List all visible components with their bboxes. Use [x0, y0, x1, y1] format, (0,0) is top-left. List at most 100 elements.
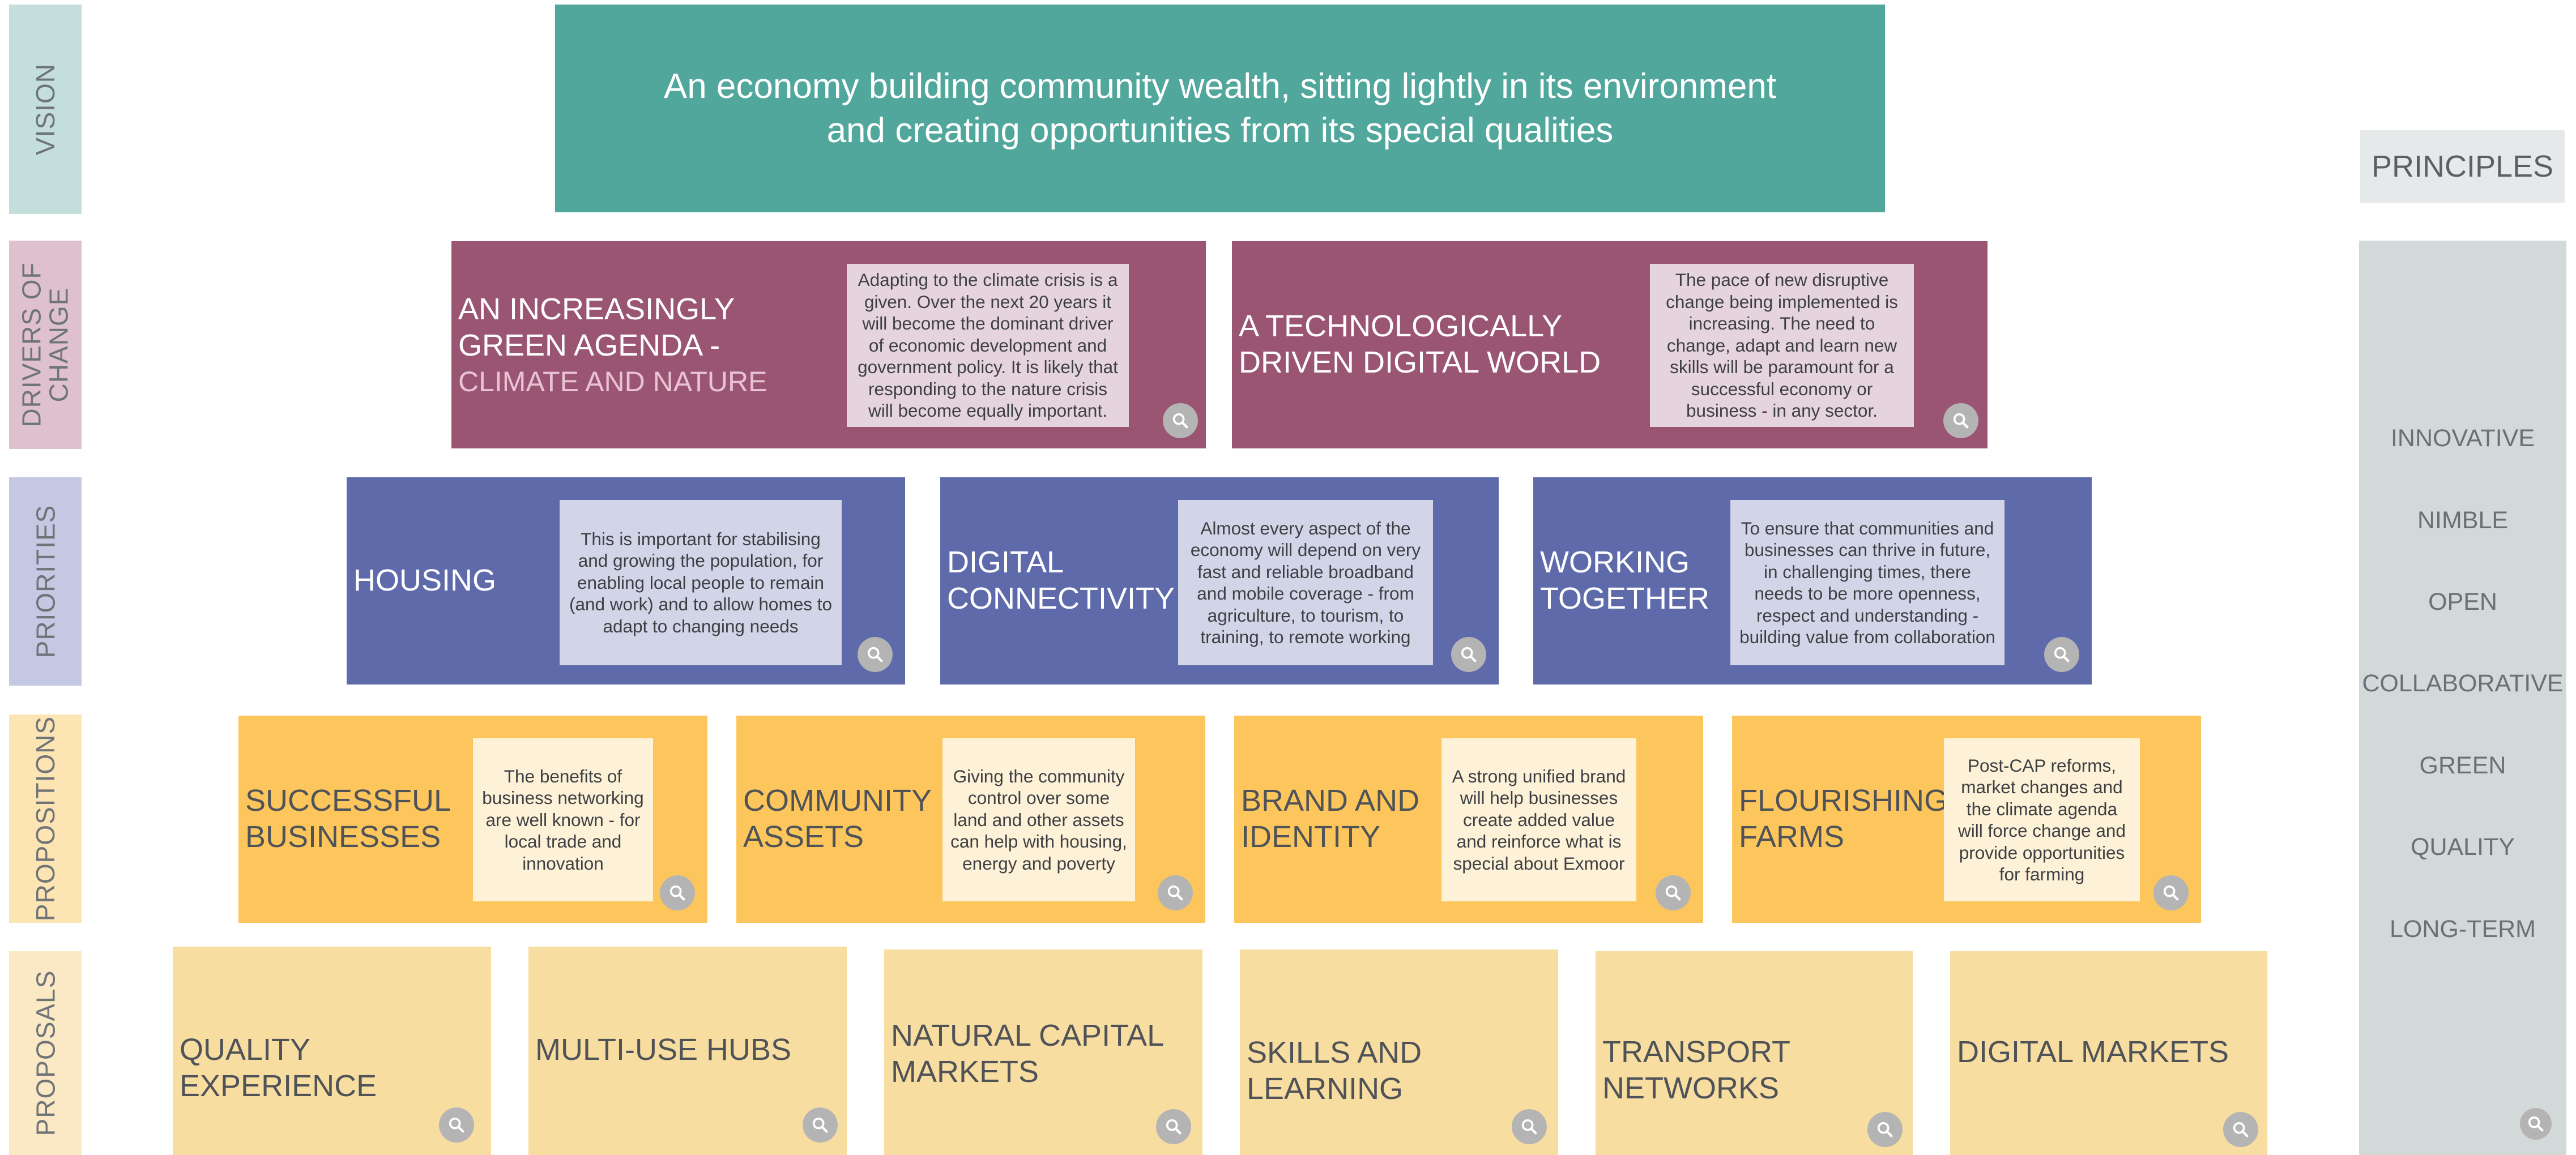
- proposal-box-skills-learning[interactable]: SKILLS AND LEARNING: [1240, 949, 1558, 1155]
- proposal-title: MULTI-USE HUBS: [535, 1032, 791, 1068]
- magnifier-icon[interactable]: [2044, 637, 2079, 672]
- title-line: TRANSPORT NETWORKS: [1602, 1035, 1790, 1105]
- row-label-priorities: PRIORITIES: [9, 477, 82, 686]
- row-label-drivers: DRIVERS OF CHANGE: [9, 241, 82, 449]
- principle-item: OPEN: [2428, 588, 2497, 615]
- principle-item: INNOVATIVE: [2390, 425, 2535, 452]
- driver-box-green-agenda[interactable]: AN INCREASINGLY GREEN AGENDA - CLIMATE A…: [451, 241, 1206, 448]
- priority-title-housing: HOUSING: [353, 562, 496, 598]
- proposition-box-community-assets[interactable]: COMMUNITY ASSETS Giving the community co…: [736, 716, 1205, 923]
- proposal-box-natural-capital-markets[interactable]: NATURAL CAPITAL MARKETS: [884, 949, 1202, 1155]
- title-line: BUSINESSES: [245, 820, 441, 854]
- title-line: A TECHNOLOGICALLY: [1239, 309, 1563, 343]
- title-line: BRAND AND: [1241, 784, 1420, 818]
- proposal-title: NATURAL CAPITAL MARKETS: [891, 1017, 1164, 1090]
- title-line: FLOURISHING: [1739, 784, 1948, 818]
- title-line: DRIVEN DIGITAL WORLD: [1239, 345, 1601, 379]
- title-line: SUCCESSFUL: [245, 784, 451, 818]
- title-line: NATURAL CAPITAL: [891, 1019, 1165, 1053]
- proposal-title: DIGITAL MARKETS: [1957, 1034, 2229, 1070]
- title-line: HOUSING: [353, 563, 497, 597]
- title-line: AN INCREASINGLY: [458, 292, 735, 326]
- priority-description: Almost every aspect of the economy will …: [1178, 500, 1433, 665]
- row-label-propositions: PROPOSITIONS: [9, 715, 82, 923]
- driver-subtitle: CLIMATE AND NATURE: [458, 366, 767, 397]
- title-line: DIGITAL MARKETS: [1957, 1035, 2229, 1069]
- row-label-proposals-text: PROPOSALS: [31, 970, 60, 1136]
- magnifier-icon[interactable]: [2153, 875, 2189, 910]
- proposition-box-successful-businesses[interactable]: SUCCESSFUL BUSINESSES The benefits of bu…: [238, 716, 707, 923]
- magnifier-icon[interactable]: [1512, 1109, 1547, 1144]
- principles-heading-text: PRINCIPLES: [2371, 149, 2554, 183]
- vision-box: An economy building community wealth, si…: [555, 5, 1885, 212]
- proposal-title: QUALITY EXPERIENCE: [180, 1032, 491, 1104]
- magnifier-icon[interactable]: [1451, 637, 1486, 672]
- magnifier-icon[interactable]: [660, 875, 695, 910]
- principle-item: GREEN: [2419, 752, 2506, 779]
- principle-item: QUALITY: [2411, 833, 2515, 861]
- title-line: ASSETS: [743, 820, 864, 854]
- priority-box-working-together[interactable]: WORKING TOGETHER To ensure that communit…: [1533, 477, 2092, 685]
- title-line: CONNECTIVITY: [947, 581, 1175, 615]
- priority-title-working-together: WORKING TOGETHER: [1540, 544, 1709, 617]
- proposal-title: TRANSPORT NETWORKS: [1602, 1034, 1913, 1106]
- magnifier-icon[interactable]: [439, 1107, 474, 1143]
- proposition-box-flourishing-farms[interactable]: FLOURISHING FARMS Post-CAP reforms, mark…: [1732, 716, 2201, 923]
- driver-description: The pace of new disruptive change being …: [1650, 264, 1914, 427]
- row-label-priorities-text: PRIORITIES: [31, 504, 60, 658]
- proposition-description: Giving the community control over some l…: [942, 738, 1135, 901]
- proposition-title: SUCCESSFUL BUSINESSES: [245, 782, 451, 855]
- magnifier-icon[interactable]: [803, 1107, 838, 1143]
- row-label-vision-text: VISION: [31, 63, 60, 155]
- magnifier-icon[interactable]: [1156, 1109, 1191, 1144]
- title-line: FARMS: [1739, 820, 1845, 854]
- row-label-drivers-text: DRIVERS OF CHANGE: [17, 262, 74, 427]
- priority-box-housing[interactable]: HOUSING This is important for stabilisin…: [347, 477, 905, 685]
- proposition-description: Post-CAP reforms, market changes and the…: [1944, 738, 2140, 901]
- vision-statement: An economy building community wealth, si…: [664, 65, 1776, 153]
- proposal-box-digital-markets[interactable]: DIGITAL MARKETS: [1950, 951, 2267, 1155]
- proposal-box-transport-networks[interactable]: TRANSPORT NETWORKS: [1596, 951, 1913, 1155]
- magnifier-icon[interactable]: [1158, 875, 1193, 910]
- proposition-title: COMMUNITY ASSETS: [743, 782, 932, 855]
- magnifier-icon[interactable]: [1163, 403, 1198, 438]
- title-line: TOGETHER: [1540, 581, 1710, 615]
- title-line: COMMUNITY: [743, 784, 932, 818]
- row-label-drivers-line1: DRIVERS OF: [17, 262, 46, 427]
- priority-box-digital-connectivity[interactable]: DIGITAL CONNECTIVITY Almost every aspect…: [940, 477, 1499, 685]
- proposition-title: FLOURISHING FARMS: [1739, 782, 1948, 855]
- principles-heading: PRINCIPLES: [2360, 130, 2565, 203]
- row-label-propositions-text: PROPOSITIONS: [31, 716, 61, 922]
- driver-description: Adapting to the climate crisis is a give…: [847, 264, 1129, 427]
- magnifier-icon[interactable]: [1867, 1112, 1903, 1147]
- title-line: IDENTITY: [1241, 820, 1381, 854]
- title-line: WORKING: [1540, 545, 1690, 579]
- title-line: MARKETS: [891, 1055, 1039, 1089]
- driver-title-digital-world: A TECHNOLOGICALLY DRIVEN DIGITAL WORLD: [1239, 308, 1601, 380]
- proposition-title: BRAND AND IDENTITY: [1241, 782, 1419, 855]
- vision-line-2: and creating opportunities from its spec…: [826, 110, 1614, 150]
- magnifier-icon[interactable]: [1943, 403, 1978, 438]
- principles-list: INNOVATIVE NIMBLE OPEN COLLABORATIVE GRE…: [2359, 241, 2566, 1155]
- title-line: QUALITY EXPERIENCE: [180, 1033, 377, 1103]
- title-line: MULTI-USE HUBS: [535, 1033, 792, 1067]
- row-label-vision: VISION: [9, 5, 82, 214]
- magnifier-icon[interactable]: [2223, 1112, 2258, 1147]
- row-label-drivers-line2: CHANGE: [44, 287, 74, 403]
- priority-description: To ensure that communities and businesse…: [1730, 500, 2004, 665]
- magnifier-icon[interactable]: [1656, 875, 1691, 910]
- proposition-description: The benefits of business networking are …: [473, 738, 653, 901]
- proposal-box-multi-use-hubs[interactable]: MULTI-USE HUBS: [528, 947, 847, 1155]
- driver-box-digital-world[interactable]: A TECHNOLOGICALLY DRIVEN DIGITAL WORLD T…: [1232, 241, 1988, 448]
- row-label-proposals: PROPOSALS: [9, 951, 82, 1155]
- proposition-box-brand-identity[interactable]: BRAND AND IDENTITY A strong unified bran…: [1234, 716, 1703, 923]
- magnifier-icon[interactable]: [2520, 1108, 2552, 1140]
- proposal-box-quality-experience[interactable]: QUALITY EXPERIENCE: [173, 947, 491, 1155]
- driver-title-green-agenda: AN INCREASINGLY GREEN AGENDA - CLIMATE A…: [458, 291, 767, 400]
- magnifier-icon[interactable]: [858, 637, 893, 672]
- title-line: GREEN AGENDA -: [458, 328, 720, 362]
- principle-item: LONG-TERM: [2390, 916, 2536, 943]
- proposal-title: SKILLS AND LEARNING: [1247, 1034, 1558, 1107]
- priority-description: This is important for stabilising and gr…: [560, 500, 842, 665]
- vision-line-1: An economy building community wealth, si…: [663, 66, 1777, 106]
